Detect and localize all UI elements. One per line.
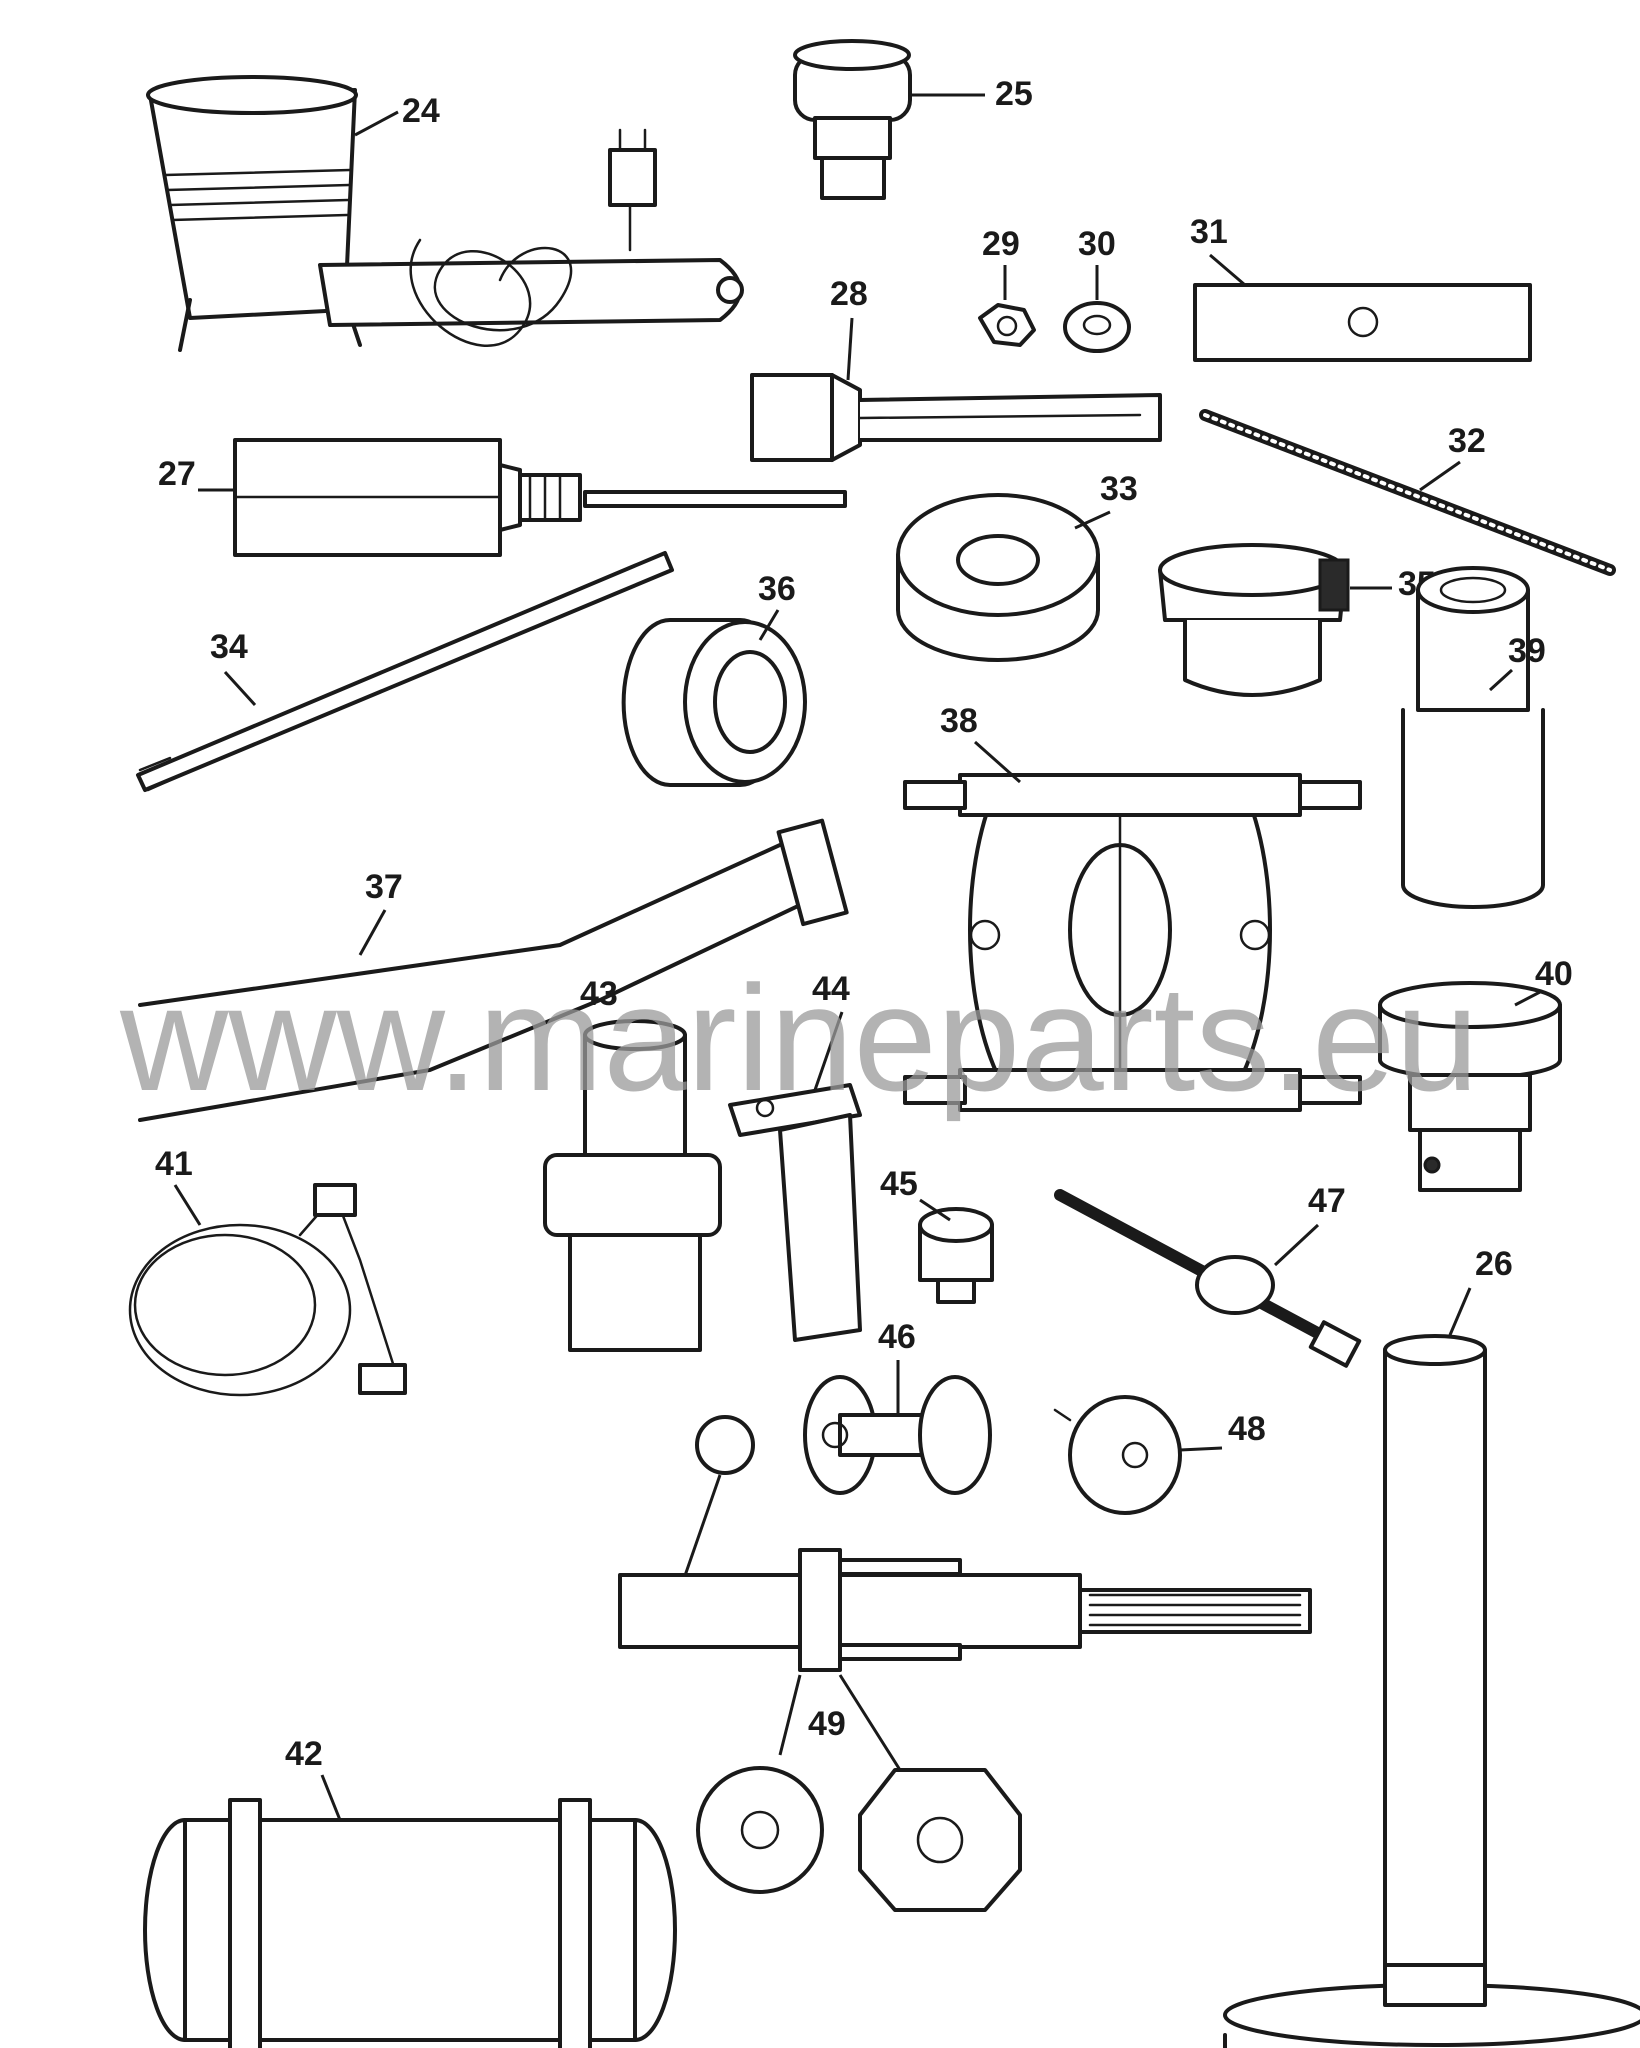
callout-26: 26: [1475, 1245, 1513, 1283]
part-32-threaded-rod: [1199, 409, 1616, 576]
part-40-driver: [1378, 981, 1562, 1192]
part-43-mandrel: [543, 1019, 722, 1352]
callout-49: 49: [808, 1705, 846, 1743]
callout-44: 44: [812, 970, 850, 1008]
callout-30: 30: [1078, 225, 1116, 263]
part-49-collars: [696, 1766, 1022, 1912]
callout-38: 38: [940, 702, 978, 740]
callout-31: 31: [1190, 213, 1228, 251]
callout-27: 27: [158, 455, 196, 493]
part-42-bushing: [143, 1798, 677, 2048]
watermark: www.marineparts.eu: [119, 954, 1479, 1122]
part-49-shaft: [618, 1415, 1312, 1672]
callout-42: 42: [285, 1735, 323, 1773]
callout-43: 43: [580, 975, 618, 1013]
part-48-round-nut: [1053, 1395, 1182, 1515]
callout-40: 40: [1535, 955, 1573, 993]
part-31-plate: [1193, 283, 1532, 362]
part-25-driver: [793, 39, 912, 200]
part-29-nut: [978, 303, 1036, 347]
part-34-driver: [136, 551, 674, 792]
callout-36: 36: [758, 570, 796, 608]
callout-29: 29: [982, 225, 1020, 263]
part-38-separator: [903, 773, 1362, 1112]
part-33-ring: [896, 493, 1100, 662]
part-41-cable: [128, 1183, 407, 1397]
callout-28: 28: [830, 275, 868, 313]
callout-46: 46: [878, 1318, 916, 1356]
callout-45: 45: [880, 1165, 918, 1203]
callout-47: 47: [1308, 1182, 1346, 1220]
part-39-sleeve: [1401, 566, 1545, 909]
part-46-spool: [803, 1375, 992, 1495]
callout-25: 25: [995, 75, 1033, 113]
part-26-driver: [1223, 1334, 1640, 2048]
part-47-puller: [1054, 1189, 1362, 1368]
callout-39: 39: [1508, 632, 1546, 670]
callout-37: 37: [365, 868, 403, 906]
callout-24: 24: [402, 92, 440, 130]
part-30-washer: [1063, 301, 1131, 353]
part-44-tab-tool: [728, 1083, 862, 1342]
callout-41: 41: [155, 1145, 193, 1183]
callout-48: 48: [1228, 1410, 1266, 1448]
part-27-coupler: [233, 438, 847, 557]
callout-32: 32: [1448, 422, 1486, 460]
part-35-cup: [1158, 543, 1350, 697]
part-37-wire-tool: [138, 818, 849, 1122]
callout-33: 33: [1100, 470, 1138, 508]
callout-34: 34: [210, 628, 248, 666]
part-28-rod: [750, 373, 1162, 462]
part-45-cap: [918, 1207, 994, 1304]
part-24-heater: [146, 75, 744, 352]
part-36-bushing: [621, 618, 807, 787]
